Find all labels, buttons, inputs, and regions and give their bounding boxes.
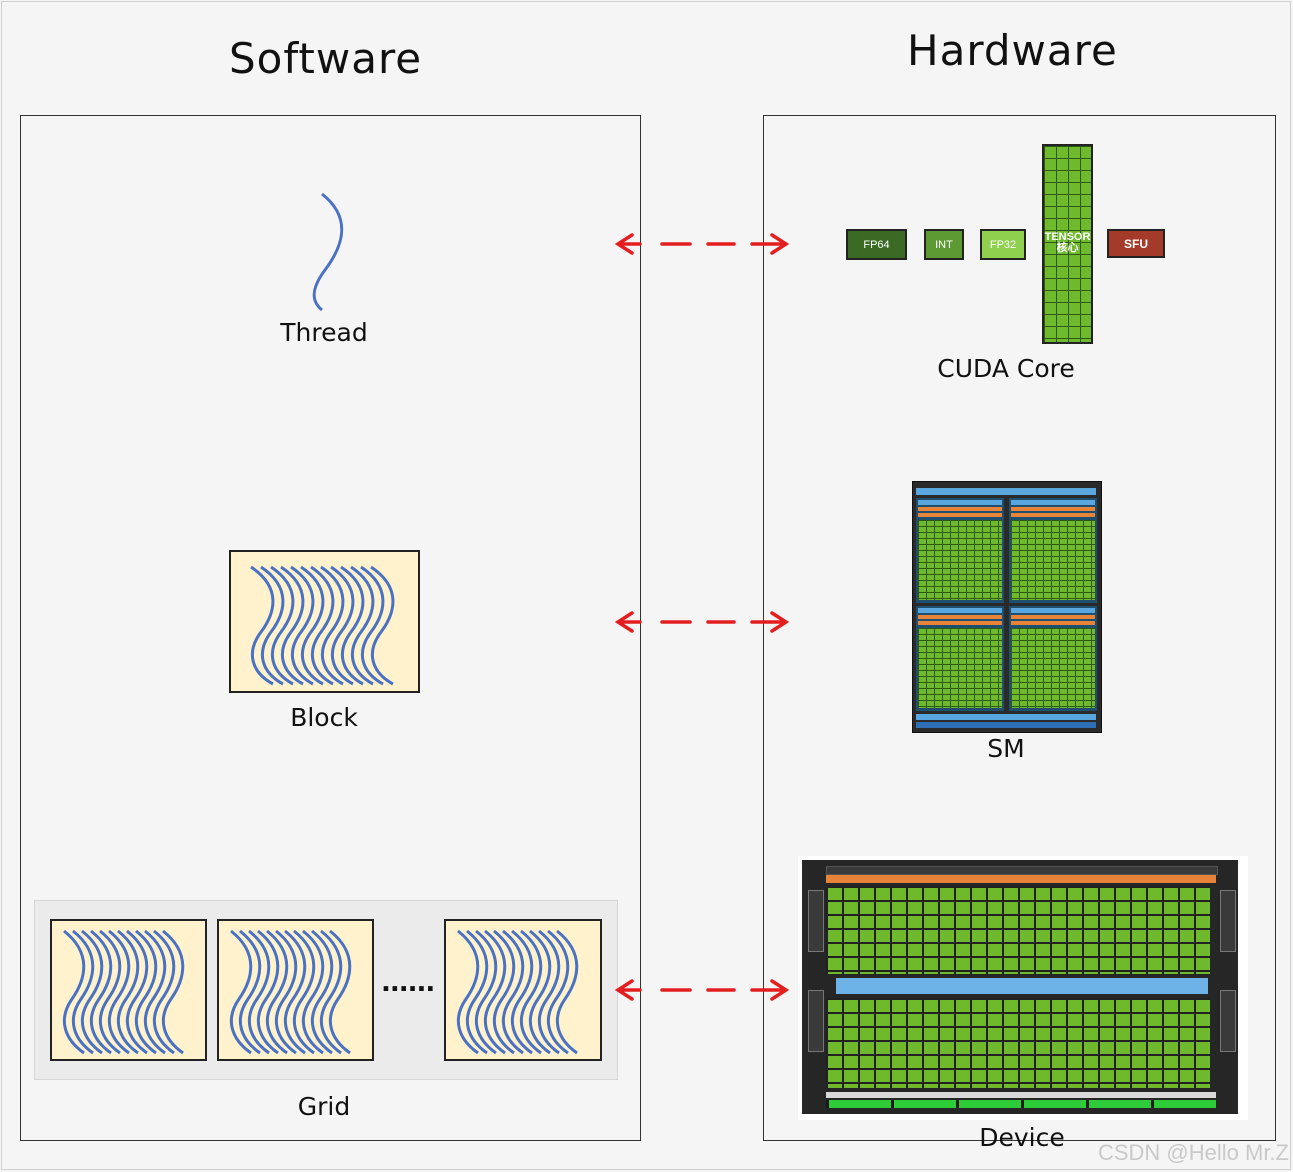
tensor-core-unit: TENSOR 核心: [1042, 144, 1093, 344]
fp32-unit: FP32: [980, 229, 1026, 260]
grid-block-threads-icon: [229, 929, 352, 1055]
sm-quadrant: [1009, 498, 1097, 603]
tensor-label: TENSOR: [1044, 231, 1091, 243]
block-threads-icon: [250, 565, 395, 686]
sm-tex-bar: [916, 722, 1096, 728]
thread-core-arrow: [614, 233, 790, 255]
block-box: [229, 550, 420, 693]
grid-ellipsis: ......: [381, 968, 435, 998]
sm-diagram: [912, 481, 1102, 733]
sm-cache-bar: [916, 714, 1096, 720]
int-unit: INT: [924, 229, 964, 260]
block-sm-arrow: [614, 611, 790, 633]
grid-block-1: [50, 919, 207, 1061]
device-diagram: [798, 856, 1248, 1120]
sm-quadrant: [1009, 606, 1097, 711]
hardware-heading: Hardware: [907, 26, 1118, 75]
grid-block-2: [217, 919, 374, 1061]
grid-block-threads-icon: [62, 929, 185, 1055]
fp64-unit: FP64: [846, 229, 907, 260]
block-label: Block: [290, 703, 358, 732]
thread-wave-icon: [312, 192, 344, 312]
sm-quadrant: [916, 498, 1004, 603]
thread-label: Thread: [280, 318, 368, 347]
watermark: CSDN @Hello Mr.Z: [1097, 1140, 1289, 1165]
grid-block-n: [444, 919, 602, 1061]
software-heading: Software: [229, 34, 423, 83]
tensor-sub-label: 核心: [1056, 242, 1079, 254]
grid-label: Grid: [297, 1092, 351, 1121]
sfu-unit: SFU: [1107, 229, 1165, 258]
cuda-core-label: CUDA Core: [937, 354, 1075, 383]
sm-header-bar: [916, 488, 1096, 495]
sm-label: SM: [987, 734, 1025, 763]
grid-block-threads-icon: [456, 929, 579, 1055]
sm-quadrant: [916, 606, 1004, 711]
grid-device-arrow: [614, 979, 790, 1001]
device-label: Device: [979, 1123, 1065, 1152]
tensor-core-text: TENSOR 核心: [1044, 232, 1091, 254]
